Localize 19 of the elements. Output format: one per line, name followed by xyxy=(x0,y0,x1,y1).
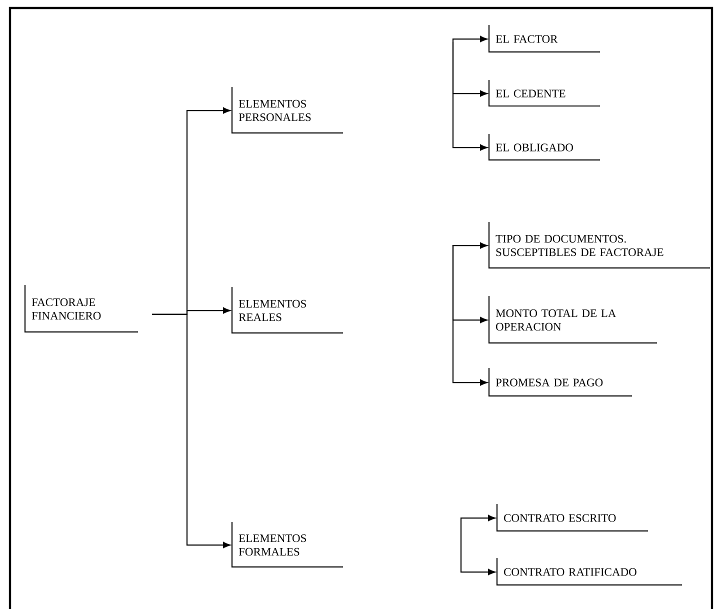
arrow xyxy=(452,244,488,386)
bracket-box: EL FACTOR xyxy=(488,24,600,53)
bracket-box: EL CEDENTE xyxy=(488,80,600,107)
bracket-box: FACTORAJE FINANCIERO xyxy=(24,284,138,333)
arrow xyxy=(152,314,230,548)
bracket-box: EL OBLIGADO xyxy=(488,134,600,161)
bracket-box: ELEMENTOS PERSONALES xyxy=(231,86,343,134)
bracket-box: ELEMENTOS REALES xyxy=(231,286,343,334)
arrow xyxy=(452,242,488,249)
arrow xyxy=(452,36,488,42)
bracket-box: MONTO TOTAL DE LA OPERACION xyxy=(488,296,657,344)
bracket-box: CONTRATO ESCRITO xyxy=(496,504,648,532)
arrow xyxy=(460,522,496,576)
arrow xyxy=(460,514,496,522)
bracket-box: ELEMENTOS FORMALES xyxy=(231,522,343,568)
bracket-box: CONTRATO RATIFICADO xyxy=(496,558,682,586)
bracket-box: PROMESA DE PAGO xyxy=(488,368,632,397)
arrow xyxy=(452,42,488,151)
bracket-box: TIPO DE DOCUMENTOS. SUSCEPTIBLES DE FACTORAJE xyxy=(488,222,710,269)
